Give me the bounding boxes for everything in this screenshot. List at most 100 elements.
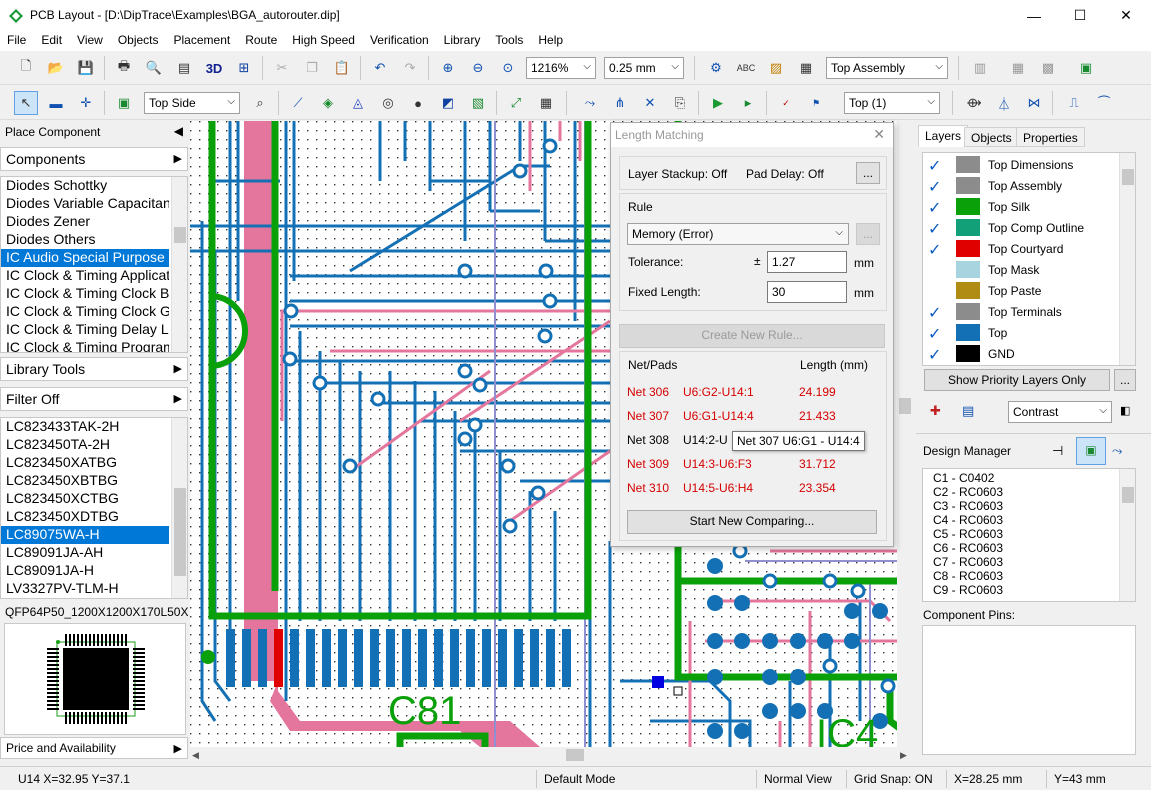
length-tune-icon[interactable]: ⏃: [997, 96, 1011, 112]
layer-color-swatch[interactable]: [956, 345, 980, 362]
route-trace-icon[interactable]: ⟋: [293, 95, 303, 110]
create-new-rule-button[interactable]: Create New Rule...: [619, 324, 885, 348]
list-item[interactable]: IC Clock & Timing Delay Line: [6, 321, 169, 337]
close-button[interactable]: ✕: [1120, 7, 1132, 23]
component-scrollbar[interactable]: [1119, 469, 1135, 601]
checkmark-icon[interactable]: ✓: [928, 242, 942, 259]
show-priority-layers-button[interactable]: Show Priority Layers Only: [924, 369, 1110, 391]
checkmark-icon[interactable]: ✓: [928, 179, 942, 196]
library-tools-dropdown[interactable]: Library Tools ▶: [0, 357, 188, 381]
fixed-length-input[interactable]: 30: [767, 281, 847, 303]
unroute-icon[interactable]: ✕: [644, 95, 656, 110]
undo-icon[interactable]: ↶: [374, 60, 386, 75]
board-outline-icon[interactable]: ▧: [471, 95, 485, 110]
route-setup-icon[interactable]: ⎘: [674, 95, 686, 110]
list-item[interactable]: IC Clock & Timing Programmable: [6, 339, 169, 353]
table-row[interactable]: Net 310 U14:5-U6:H4 23.354: [627, 481, 877, 499]
tolerance-input[interactable]: 1.27: [767, 251, 847, 273]
list-item[interactable]: IC Clock & Timing Clock Buffer: [6, 285, 169, 301]
menu-edit[interactable]: Edit: [41, 33, 63, 47]
print-preview-icon[interactable]: 🔍: [145, 60, 163, 75]
dm-components-icon[interactable]: ▣: [1076, 437, 1106, 465]
category-list[interactable]: Diodes Schottky Diodes Variable Capacita…: [0, 176, 188, 353]
align-icon[interactable]: ▥: [973, 60, 987, 75]
list-item[interactable]: IC Clock & Timing Clock Gen: [6, 303, 169, 319]
list-item-selected[interactable]: LC89075WA-H: [1, 526, 169, 544]
menu-view[interactable]: View: [77, 33, 103, 47]
zoom-fit-icon[interactable]: ⊙: [502, 60, 514, 75]
tab-objects[interactable]: Objects: [964, 127, 1019, 147]
layers-more-button[interactable]: ...: [1114, 369, 1136, 391]
spelling-icon[interactable]: ABC: [736, 63, 756, 73]
redo-icon[interactable]: ↷: [404, 60, 416, 75]
layer-row[interactable]: ✓ GND: [924, 343, 1109, 364]
checkmark-icon[interactable]: ✓: [928, 305, 942, 322]
checkmark-icon[interactable]: ✓: [928, 347, 942, 364]
layer-color-swatch[interactable]: [956, 156, 980, 173]
component-list[interactable]: C1 - C0402 C2 - RC0603 C3 - RC0603 C4 - …: [922, 468, 1136, 602]
distribute-icon[interactable]: ▦: [1011, 60, 1025, 75]
dm-routing-icon[interactable]: ⤳: [1112, 443, 1123, 458]
menu-verification[interactable]: Verification: [369, 33, 429, 47]
table-row[interactable]: Net 306 U6:G2-U14:1 24.199: [627, 385, 877, 403]
list-item[interactable]: LC823433TAK-2H: [6, 418, 120, 434]
assembly-combo[interactable]: Top Assembly ⌵: [826, 57, 948, 79]
tab-properties[interactable]: Properties: [1016, 127, 1085, 147]
list-item[interactable]: C9 - RC0603: [933, 583, 1004, 597]
ruler-icon[interactable]: ▬: [49, 95, 63, 111]
layer-color-swatch[interactable]: [956, 198, 980, 215]
list-item[interactable]: LC823450XATBG: [6, 454, 118, 470]
zoom-in-icon[interactable]: ⊕: [442, 60, 454, 75]
copper-pour-icon[interactable]: ◬: [353, 95, 363, 110]
qr-code-icon[interactable]: ▦: [799, 60, 813, 75]
close-icon[interactable]: ✕: [873, 126, 885, 142]
place-component-icon[interactable]: ▣: [117, 95, 131, 110]
tab-layers[interactable]: Layers: [918, 125, 969, 147]
pad-icon[interactable]: ◈: [323, 95, 333, 110]
dimension-icon[interactable]: ⤢: [510, 95, 522, 110]
table-row[interactable]: Net 308 U14:2-U: [627, 433, 877, 451]
menu-library[interactable]: Library: [443, 33, 481, 47]
layer-row[interactable]: ✓ Top Comp Outline: [924, 217, 1109, 238]
list-item-selected[interactable]: IC Audio Special Purpose: [1, 249, 169, 267]
layer-color-swatch[interactable]: [956, 240, 980, 257]
checkmark-icon[interactable]: ✓: [928, 326, 942, 343]
arrange-icon[interactable]: ▩: [1041, 60, 1055, 75]
filter-dropdown[interactable]: Filter Off ▶: [0, 387, 188, 411]
list-item[interactable]: LV3327PV-TLM-H: [6, 580, 119, 596]
stackup-more-button[interactable]: ...: [856, 162, 880, 184]
list-item[interactable]: C3 - RC0603: [933, 499, 1004, 513]
new-file-icon[interactable]: 🗋: [20, 58, 32, 73]
cut-icon[interactable]: ✂: [276, 60, 288, 75]
menu-help[interactable]: Help: [538, 33, 564, 47]
meander-icon[interactable]: ⎍: [1069, 95, 1079, 110]
layer-row[interactable]: ✓ Top Courtyard: [924, 238, 1109, 259]
canvas-vertical-scrollbar[interactable]: [897, 121, 913, 747]
autoroute-icon[interactable]: ⤳: [584, 95, 596, 110]
side-combo[interactable]: Top Side ⌵: [144, 92, 240, 114]
layers-scrollbar[interactable]: [1119, 153, 1135, 365]
list-item[interactable]: C8 - RC0603: [933, 569, 1004, 583]
component-icon[interactable]: ▣: [1079, 60, 1093, 75]
list-item[interactable]: C2 - RC0603: [933, 485, 1004, 499]
copy-icon[interactable]: ❐: [306, 60, 318, 75]
run-autorouter-icon[interactable]: ▶: [713, 95, 723, 110]
list-item[interactable]: LC89091JA-AH: [6, 544, 104, 560]
checkmark-icon[interactable]: ✓: [928, 158, 942, 175]
layer-row[interactable]: ✓ Top: [924, 322, 1109, 343]
open-folder-icon[interactable]: 📂: [47, 60, 65, 75]
list-item[interactable]: LC89091JA-H: [6, 562, 94, 578]
start-new-comparing-button[interactable]: Start New Comparing...: [627, 510, 877, 534]
layer-row[interactable]: Top Paste: [924, 280, 1109, 301]
list-item[interactable]: C7 - RC0603: [933, 555, 1004, 569]
list-item[interactable]: LC823450XDTBG: [6, 508, 119, 524]
list-item[interactable]: LC823450XCTBG: [6, 490, 119, 506]
layer-row[interactable]: ✓ Top Dimensions: [924, 154, 1109, 175]
drc-icon[interactable]: ✓: [782, 97, 790, 108]
minimize-button[interactable]: —: [1027, 7, 1041, 24]
contrast-combo[interactable]: Contrast ⌵: [1008, 401, 1112, 423]
save-icon[interactable]: 💾: [77, 60, 95, 75]
differential-pair-icon[interactable]: ⟴: [966, 95, 982, 110]
pointer-icon[interactable]: ↖: [14, 91, 38, 115]
find-binoculars-icon[interactable]: ⌕: [256, 95, 264, 110]
